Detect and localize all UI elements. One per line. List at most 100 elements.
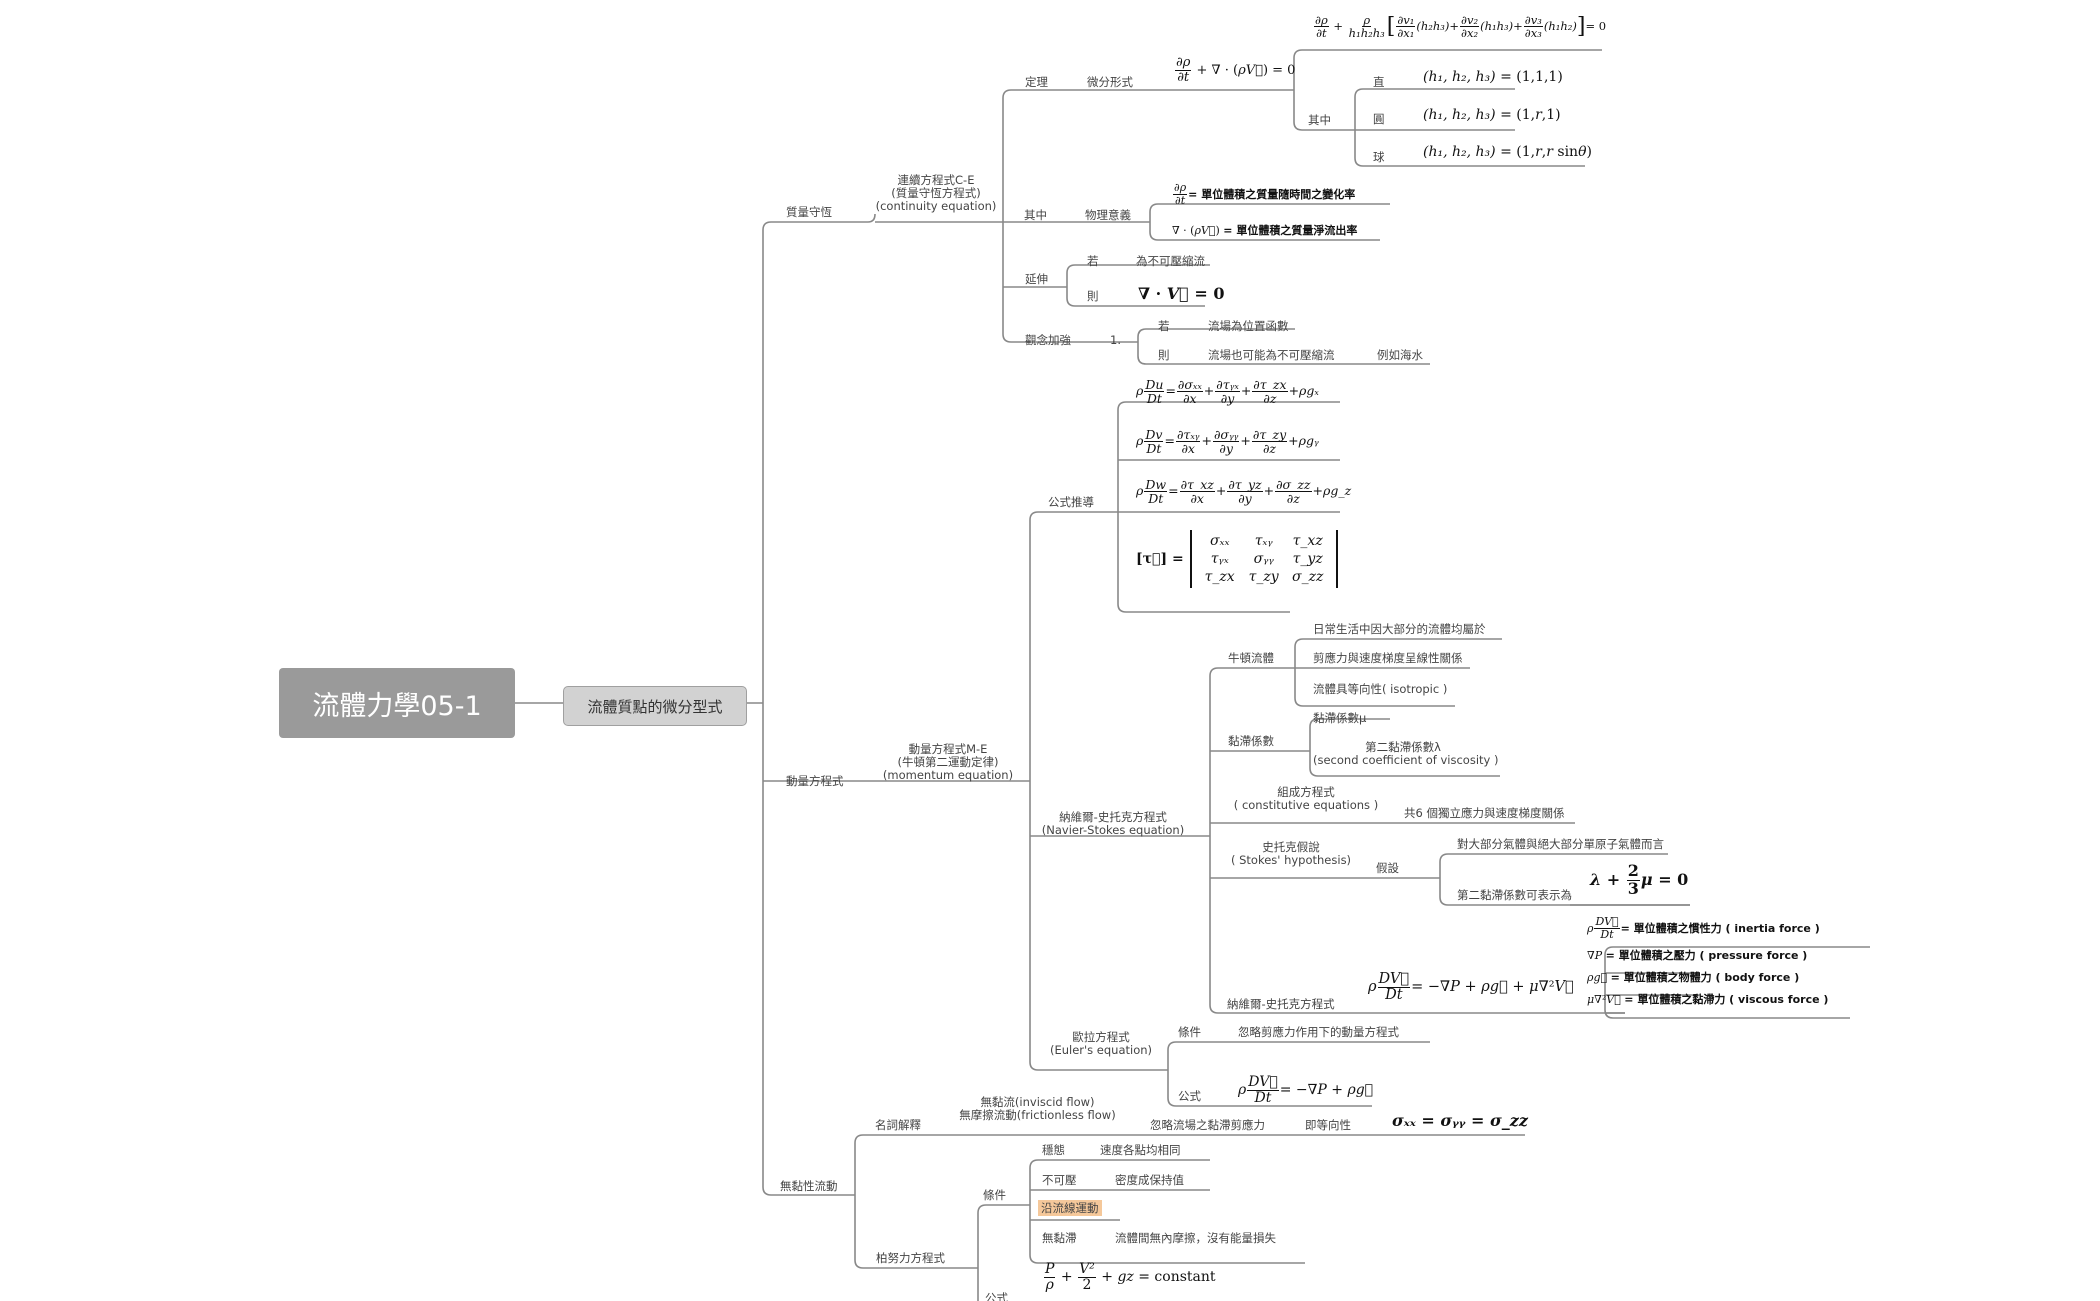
constitutive-line-1: 組成方程式 bbox=[1277, 785, 1335, 799]
ns-line-2: (Navier-Stokes equation) bbox=[1041, 823, 1185, 838]
ce-line-3: (continuity equation) bbox=[875, 199, 997, 214]
stokes-line-2: ( Stokes' hypothesis) bbox=[1230, 853, 1352, 868]
coord-spherical[interactable]: 球 bbox=[1373, 150, 1385, 164]
label-stokes-second[interactable]: 第二黏滯係數可表示為 bbox=[1457, 888, 1572, 902]
topic-mass-conservation[interactable]: 質量守恆 bbox=[786, 205, 832, 219]
physical-meaning-2-text: = 單位體積之質量淨流出率 bbox=[1223, 224, 1358, 237]
label-no-viscous[interactable]: 無黏滯 bbox=[1042, 1231, 1077, 1245]
physical-meaning-1-text: = 單位體積之質量隨時間之變化率 bbox=[1188, 187, 1356, 201]
label-constitutive-desc[interactable]: 共6 個獨立應力與速度梯度關係 bbox=[1404, 806, 1565, 820]
label-steady[interactable]: 穩態 bbox=[1042, 1143, 1065, 1157]
topic-where-2[interactable]: 其中 bbox=[1024, 208, 1047, 222]
main-topic[interactable]: 流體質點的微分型式 bbox=[563, 686, 747, 726]
topic-viscosity-coefficient[interactable]: 黏滯係數 bbox=[1228, 734, 1274, 748]
coord-cylindrical[interactable]: 圓 bbox=[1373, 112, 1385, 126]
ce-line-2: (質量守恆方程式) bbox=[891, 186, 981, 201]
root-topic[interactable]: 流體力學05-1 bbox=[279, 668, 515, 738]
label-formula[interactable]: 公式 bbox=[1178, 1089, 1201, 1103]
label-position-function[interactable]: 流場為位置函數 bbox=[1208, 319, 1289, 333]
term-body-text: = 單位體積之物體力 ( body force ) bbox=[1610, 971, 1800, 984]
me-line-2: (牛頓第二運動定律) bbox=[897, 755, 999, 770]
label-no-viscous-desc[interactable]: 流體間無內摩擦，沒有能量損失 bbox=[1115, 1231, 1276, 1245]
term-viscous-text: = 單位體積之黏滯力 ( viscous force ) bbox=[1624, 993, 1829, 1006]
label-viscosity-mu[interactable]: 黏滯係數μ bbox=[1313, 711, 1367, 725]
label-euler-condition-desc[interactable]: 忽略剪應力作用下的動量方程式 bbox=[1238, 1025, 1399, 1039]
label-incompressible-2[interactable]: 不可壓 bbox=[1042, 1173, 1077, 1187]
topic-where[interactable]: 其中 bbox=[1308, 113, 1331, 127]
topic-noun-explanation[interactable]: 名詞解釋 bbox=[875, 1118, 921, 1132]
topic-momentum-me[interactable]: 動量方程式M-E (牛頓第二運動定律) (momentum equation) bbox=[878, 742, 1018, 783]
label-may-incompressible[interactable]: 流場也可能為不可壓縮流 bbox=[1208, 348, 1335, 362]
me-line-3: (momentum equation) bbox=[882, 768, 1014, 783]
topic-navier-stokes[interactable]: 納維爾-史托克方程式 (Navier-Stokes equation) bbox=[1038, 810, 1188, 838]
coord-rectangular[interactable]: 直 bbox=[1373, 75, 1385, 89]
topic-newtonian-fluid[interactable]: 牛頓流體 bbox=[1228, 651, 1274, 665]
bernoulli-constant: constant bbox=[1154, 1269, 1216, 1286]
topic-physical-meaning[interactable]: 物理意義 bbox=[1085, 208, 1131, 222]
equation-physical-meaning-2: ∇ · (ρV⃗) = 單位體積之質量淨流出率 bbox=[1172, 224, 1358, 237]
label-example-seawater[interactable]: 例如海水 bbox=[1377, 348, 1423, 362]
term-pressure-text: = 單位體積之壓力 ( pressure force ) bbox=[1605, 949, 1808, 962]
inviscid-line-2: 無摩擦流動(frictionless flow) bbox=[959, 1108, 1116, 1123]
topic-law[interactable]: 定理 bbox=[1025, 75, 1048, 89]
topic-bernoulli[interactable]: 柏努力方程式 bbox=[876, 1251, 945, 1265]
equation-div-v-zero: ∇ · V⃗ = 0 bbox=[1138, 284, 1225, 303]
equation-normal-stress-equal: σₓₓ = σᵧᵧ = σ_zz bbox=[1392, 1111, 1528, 1130]
topic-ns-equation[interactable]: 納維爾-史托克方程式 bbox=[1227, 997, 1335, 1011]
label-incompressible[interactable]: 為不可壓縮流 bbox=[1136, 254, 1205, 268]
newtonian-item-3[interactable]: 流體具等向性( isotropic ) bbox=[1313, 682, 1448, 696]
topic-derivation[interactable]: 公式推導 bbox=[1048, 495, 1094, 509]
label-second-viscosity[interactable]: 第二黏滯係數λ (second coefficient of viscosity… bbox=[1313, 740, 1499, 768]
label-assumption[interactable]: 假設 bbox=[1376, 861, 1399, 875]
label-ignore-shear[interactable]: 忽略流場之黏滯剪應力 bbox=[1150, 1118, 1265, 1132]
euler-line-1: 歐拉方程式 bbox=[1072, 1030, 1130, 1044]
inviscid-line-1: 無黏流(inviscid flow) bbox=[980, 1095, 1095, 1109]
label-one: 1. bbox=[1110, 333, 1121, 347]
label-if-2: 若 bbox=[1158, 319, 1170, 333]
second-viscosity-line-1: 第二黏滯係數λ bbox=[1365, 740, 1441, 754]
ce-line-1: 連續方程式C-E bbox=[897, 173, 975, 187]
root-topic-label: 流體力學05-1 bbox=[312, 690, 482, 722]
topic-euler-equation[interactable]: 歐拉方程式 (Euler's equation) bbox=[1036, 1030, 1166, 1057]
newtonian-item-1[interactable]: 日常生活中因大部分的流體均屬於 bbox=[1313, 622, 1486, 636]
highlight-streamline: 沿流線運動 bbox=[1038, 1200, 1102, 1216]
topic-constitutive-equations[interactable]: 組成方程式 ( constitutive equations ) bbox=[1226, 785, 1386, 813]
second-viscosity-line-2: (second coefficient of viscosity ) bbox=[1313, 753, 1499, 768]
topic-concept[interactable]: 觀念加強 bbox=[1025, 333, 1071, 347]
ns-line-1: 納維爾-史托克方程式 bbox=[1059, 810, 1167, 824]
label-incompressible-desc[interactable]: 密度成保持值 bbox=[1115, 1173, 1184, 1187]
label-inviscid-frictionless[interactable]: 無黏流(inviscid flow) 無摩擦流動(frictionless fl… bbox=[950, 1095, 1125, 1123]
label-isotropic[interactable]: 即等向性 bbox=[1305, 1118, 1351, 1132]
topic-momentum-equation[interactable]: 動量方程式 bbox=[786, 774, 844, 788]
label-stokes-gas[interactable]: 對大部分氣體與絕大部分單原子氣體而言 bbox=[1457, 837, 1664, 851]
topic-extension[interactable]: 延伸 bbox=[1025, 272, 1048, 286]
topic-inviscid-flow[interactable]: 無黏性流動 bbox=[780, 1179, 838, 1193]
term-pressure: ∇P = 單位體積之壓力 ( pressure force ) bbox=[1587, 949, 1808, 962]
label-condition[interactable]: 條件 bbox=[1178, 1025, 1201, 1039]
equation-physical-meaning-1: ∂ρ∂t= 單位體積之質量隨時間之變化率 bbox=[1173, 181, 1356, 207]
constitutive-line-2: ( constitutive equations ) bbox=[1233, 798, 1379, 813]
topic-stokes-hypothesis[interactable]: 史托克假說 ( Stokes' hypothesis) bbox=[1228, 840, 1354, 868]
topic-differential-form[interactable]: 微分形式 bbox=[1087, 75, 1133, 89]
newtonian-item-2[interactable]: 剪應力與速度梯度呈線性關係 bbox=[1313, 651, 1463, 665]
label-then: 則 bbox=[1087, 289, 1099, 303]
label-along-streamline[interactable]: 沿流線運動 bbox=[1038, 1200, 1102, 1216]
label-bernoulli-condition[interactable]: 條件 bbox=[983, 1188, 1006, 1202]
label-bernoulli-formula[interactable]: 公式 bbox=[985, 1291, 1008, 1301]
label-steady-desc[interactable]: 速度各點均相同 bbox=[1100, 1143, 1181, 1157]
stokes-line-1: 史托克假說 bbox=[1262, 840, 1320, 854]
topic-continuity-equation[interactable]: 連續方程式C-E (質量守恆方程式) (continuity equation) bbox=[866, 173, 1006, 214]
